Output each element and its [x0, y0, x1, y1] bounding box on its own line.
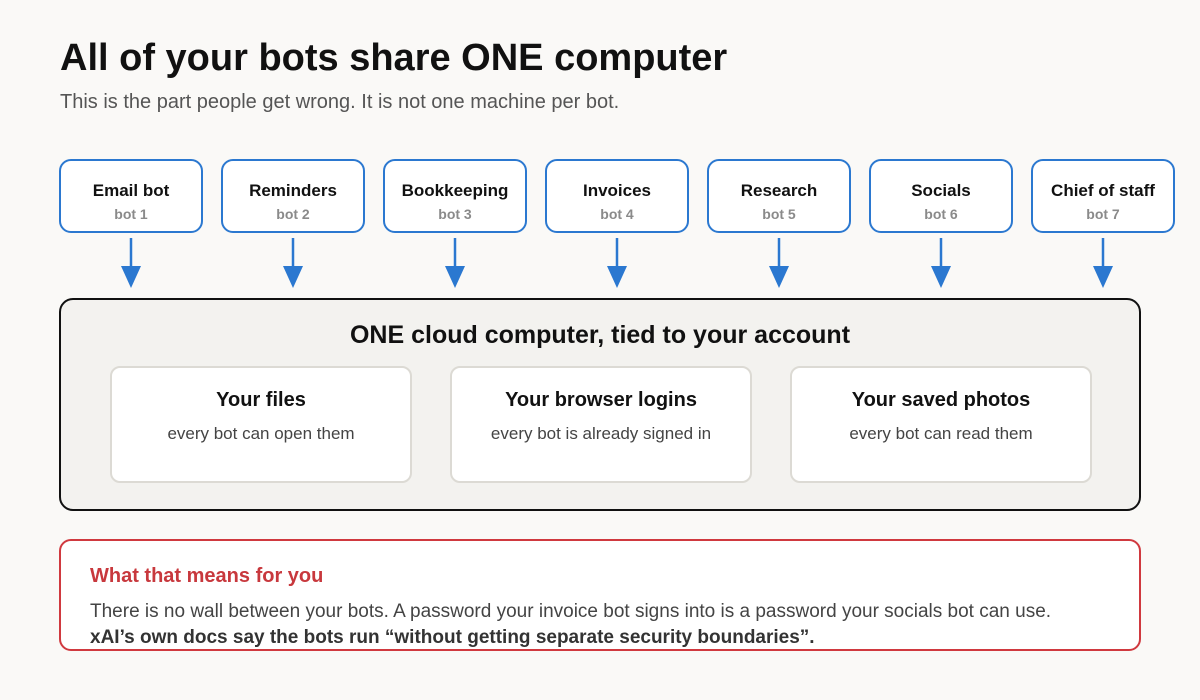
bot-number: bot 2	[276, 206, 310, 222]
down-arrow-icon	[1093, 238, 1113, 288]
bot-name: Invoices	[582, 181, 652, 200]
bot-box-invoices: Invoices bot 4	[545, 159, 689, 233]
down-arrow-icon	[769, 238, 789, 288]
card-description: every bot can open them	[167, 424, 355, 443]
bot-box-socials: Socials bot 6	[869, 159, 1013, 233]
bot-box-email: Email bot bot 1	[59, 159, 203, 233]
bot-name: Research	[740, 181, 818, 200]
down-arrow-icon	[607, 238, 627, 288]
warning-callout: What that means for you There is no wall…	[59, 539, 1141, 651]
down-arrow-icon	[121, 238, 141, 288]
card-title: Your browser logins	[505, 389, 697, 411]
bot-number: bot 6	[924, 206, 958, 222]
bot-name: Chief of staff	[1051, 181, 1155, 200]
bot-box-bookkeeping: Bookkeeping bot 3	[383, 159, 527, 233]
warning-body: There is no wall between your bots. A pa…	[90, 601, 1052, 622]
shared-computer-box: ONE cloud computer, tied to your account…	[59, 298, 1141, 511]
warning-quote: xAI’s own docs say the bots run “without…	[90, 627, 815, 648]
card-files: Your files every bot can open them	[110, 366, 412, 483]
card-description: every bot is already signed in	[490, 424, 712, 443]
bot-box-research: Research bot 5	[707, 159, 851, 233]
bot-name: Bookkeeping	[401, 181, 509, 200]
bot-box-reminders: Reminders bot 2	[221, 159, 365, 233]
bot-number: bot 1	[114, 206, 148, 222]
down-arrow-icon	[283, 238, 303, 288]
bot-name: Email bot	[92, 181, 170, 200]
bot-name: Reminders	[249, 181, 337, 200]
bot-number: bot 5	[762, 206, 796, 222]
bot-number: bot 7	[1086, 206, 1120, 222]
down-arrow-icon	[445, 238, 465, 288]
card-title: Your files	[216, 389, 306, 411]
page-subtitle: This is the part people get wrong. It is…	[60, 91, 620, 113]
card-browser-logins: Your browser logins every bot is already…	[450, 366, 752, 483]
card-saved-photos: Your saved photos every bot can read the…	[790, 366, 1092, 483]
computer-title: ONE cloud computer, tied to your account	[349, 321, 851, 349]
bot-box-chief-of-staff: Chief of staff bot 7	[1031, 159, 1175, 233]
warning-title: What that means for you	[90, 565, 324, 587]
page-title: All of your bots share ONE computer	[60, 37, 728, 79]
bot-number: bot 4	[600, 206, 634, 222]
bot-number: bot 3	[438, 206, 472, 222]
bot-name: Socials	[911, 181, 971, 200]
down-arrow-icon	[931, 238, 951, 288]
card-description: every bot can read them	[849, 424, 1033, 443]
card-title: Your saved photos	[851, 389, 1031, 411]
